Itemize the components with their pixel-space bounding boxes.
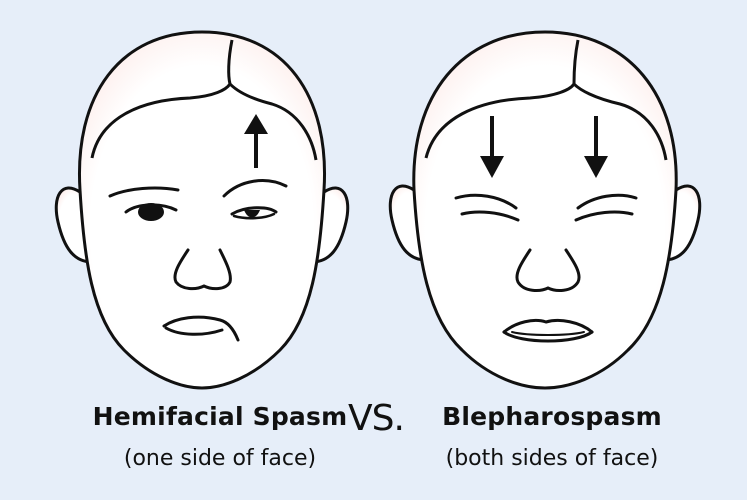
- right-panel-title: Blepharospasm: [442, 402, 662, 431]
- right-face-hair-part: [572, 39, 580, 85]
- left-face-hairline: [90, 81, 318, 161]
- right-face-hairline: [424, 81, 668, 161]
- right-face-eye-right-closed: [574, 193, 638, 222]
- right-face-outline: [412, 30, 678, 390]
- left-face-brow-right: [222, 179, 288, 198]
- right-face-eye-left-closed: [454, 193, 520, 222]
- left-face-outline: [77, 30, 327, 390]
- left-face-brow-left: [108, 186, 180, 198]
- arrow-up-icon: [244, 114, 268, 168]
- right-face-nose: [515, 248, 581, 292]
- arrow-down-icon: [584, 116, 608, 178]
- left-face: [54, 30, 350, 390]
- right-panel-subtitle: (both sides of face): [445, 446, 659, 471]
- right-face-right-ear: [663, 184, 702, 262]
- left-face-eye-squinting: [230, 206, 278, 220]
- left-panel-title: Hemifacial Spasm: [92, 402, 348, 431]
- versus-label: VS.: [348, 398, 405, 439]
- left-face-eye-open: [124, 203, 178, 221]
- left-face-mouth: [162, 315, 240, 342]
- left-panel-subtitle: (one side of face): [123, 446, 317, 471]
- right-face: [388, 30, 702, 390]
- right-face-left-ear: [388, 184, 427, 262]
- left-face-nose: [173, 248, 232, 291]
- left-face-left-ear: [54, 186, 93, 264]
- arrow-down-icon: [480, 116, 504, 178]
- right-face-mouth: [502, 318, 594, 343]
- left-face-hair-part: [227, 39, 234, 85]
- left-face-right-ear: [311, 186, 350, 264]
